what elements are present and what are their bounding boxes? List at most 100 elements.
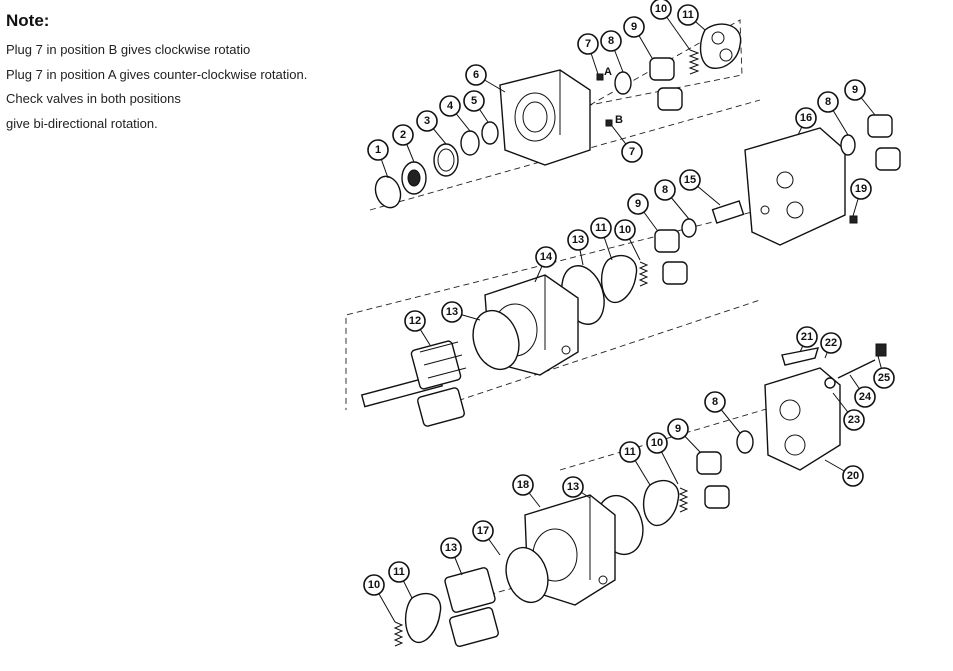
top-assembly — [374, 23, 742, 209]
callout-label-10: 10 — [619, 224, 631, 236]
callout-label-18: 18 — [517, 479, 529, 491]
callout-circle-9 — [667, 418, 689, 440]
callout-circle-8 — [600, 30, 622, 52]
callout-circle-12 — [404, 310, 426, 332]
plug-19-part — [849, 215, 858, 224]
middle-assembly — [360, 255, 649, 427]
callout-label-12: 12 — [409, 315, 421, 327]
bearing-9d-part — [875, 147, 901, 171]
callout-circle-16 — [795, 107, 817, 129]
callout-circle-8 — [654, 179, 676, 201]
callout-circle-25 — [873, 367, 895, 389]
callout-label-9: 9 — [675, 423, 681, 435]
o-ring-13b-part — [472, 309, 520, 371]
callout-label-15: 15 — [684, 174, 696, 186]
callout-label-10: 10 — [651, 437, 663, 449]
callout-circle-15 — [679, 169, 701, 191]
bearing-9c-part — [867, 114, 893, 138]
washer-8b-part — [840, 134, 856, 156]
bearing-9a-part — [649, 57, 675, 81]
drive-gear-12-part — [410, 340, 462, 390]
callout-label-11: 11 — [393, 566, 405, 578]
gear-17-part — [444, 567, 496, 613]
callout-label-21: 21 — [801, 331, 813, 343]
callout-circle-2 — [392, 124, 414, 146]
washer-8-part — [614, 71, 632, 95]
washer-part — [460, 130, 480, 156]
housing-6-part — [499, 69, 591, 166]
callout-label-9: 9 — [635, 198, 641, 210]
callout-circle-7 — [577, 33, 599, 55]
spring-10c-part — [678, 487, 689, 513]
callout-circle-8 — [704, 391, 726, 413]
bolt-24-part — [837, 359, 876, 379]
wear-plate-11b-part — [601, 255, 638, 304]
callout-label-17: 17 — [477, 525, 489, 537]
callout-circle-3 — [416, 110, 438, 132]
callout-label-13: 13 — [446, 306, 458, 318]
wear-plate-11d-part — [405, 593, 442, 644]
ring-part — [481, 121, 499, 145]
callout-label-19: 19 — [855, 183, 867, 195]
end-cover-assembly — [643, 343, 887, 527]
plug-b-part — [605, 119, 613, 127]
callout-circle-21 — [796, 326, 818, 348]
callout-label-13: 13 — [445, 542, 457, 554]
callout-label-9: 9 — [852, 84, 858, 96]
wear-plate-11-part — [699, 23, 742, 69]
plug-a-part — [596, 73, 604, 81]
callout-circle-7 — [621, 141, 643, 163]
callout-circle-11 — [388, 561, 410, 583]
callout-label-20: 20 — [847, 470, 859, 482]
callout-label-23: 23 — [848, 414, 860, 426]
callout-label-1: 1 — [375, 144, 381, 156]
callout-label-7: 7 — [585, 38, 591, 50]
mid-right-assembly — [654, 114, 901, 285]
callout-label-3: 3 — [424, 115, 430, 127]
callout-circle-9 — [623, 16, 645, 38]
end-cover-20-part — [764, 367, 841, 471]
spring-10-part — [688, 49, 700, 75]
callout-label-8: 8 — [608, 35, 614, 47]
nut-25-part — [875, 343, 887, 357]
callout-circle-17 — [472, 520, 494, 542]
callout-circle-8 — [817, 91, 839, 113]
callout-label-24: 24 — [859, 391, 872, 403]
callout-label-11: 11 — [595, 222, 607, 234]
callout-label-11: 11 — [682, 9, 694, 21]
callout-circle-20 — [842, 465, 864, 487]
callout-circle-22 — [820, 332, 842, 354]
callout-label-13: 13 — [572, 234, 584, 246]
shaft-15-part — [711, 200, 745, 224]
callout-label-11: 11 — [624, 446, 636, 458]
callout-circle-9 — [844, 79, 866, 101]
callout-label-4: 4 — [447, 100, 454, 112]
callout-circle-9 — [627, 193, 649, 215]
callout-label-8: 8 — [662, 184, 668, 196]
callout-label-9: 9 — [631, 21, 637, 33]
pin-21-part — [781, 347, 820, 366]
bearing-9b-part — [657, 87, 683, 111]
gear-17b-part — [449, 607, 499, 647]
callout-circle-1 — [367, 139, 389, 161]
note-panel: Note: Plug 7 in position B gives clockwi… — [6, 10, 336, 136]
bottom-assembly — [393, 494, 644, 647]
callout-circle-13 — [440, 537, 462, 559]
callout-circle-13 — [562, 476, 584, 498]
callout-label-7: 7 — [629, 146, 635, 158]
callout-label-13: 13 — [567, 481, 579, 493]
callout-label-8: 8 — [825, 96, 831, 108]
o-ring-13d-part — [505, 546, 549, 604]
washer-8c-part — [681, 218, 697, 238]
callout-label-6: 6 — [473, 69, 479, 81]
note-line-4: give bi-directional rotation. — [6, 115, 158, 131]
callout-label-5: 5 — [471, 95, 477, 107]
callout-label-25: 25 — [878, 372, 890, 384]
seal-core-part — [407, 169, 421, 187]
note-line-1: Plug 7 in position B gives clockwise rot… — [6, 42, 251, 57]
snap-ring-part — [374, 175, 402, 209]
callout-circle-10 — [363, 574, 385, 596]
callout-circle-14 — [535, 246, 557, 268]
